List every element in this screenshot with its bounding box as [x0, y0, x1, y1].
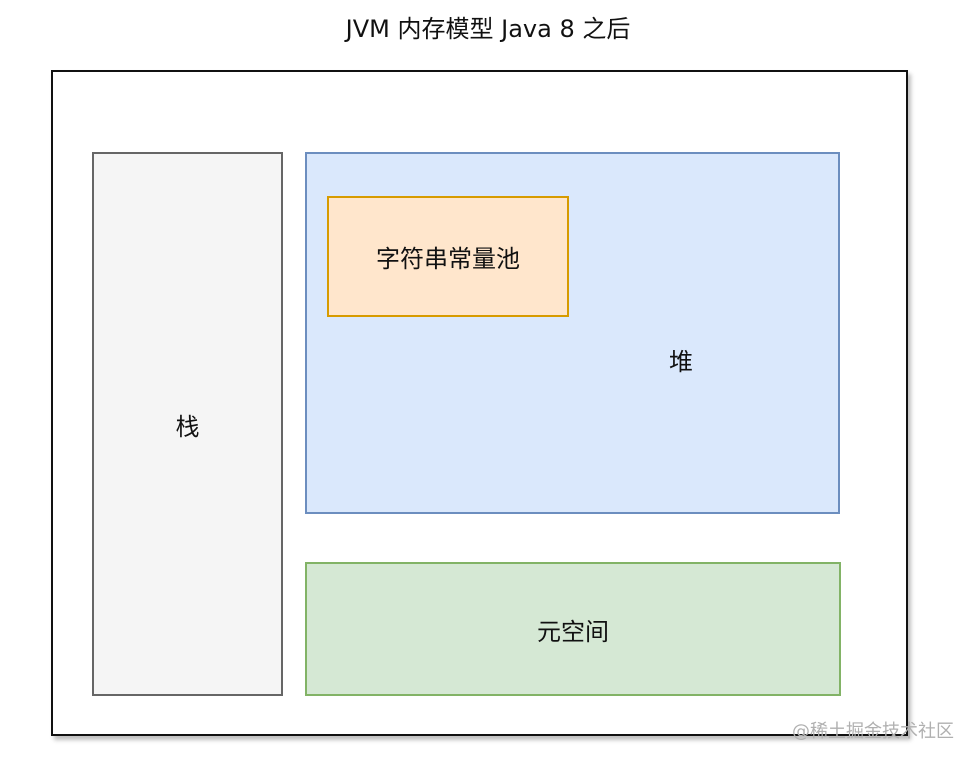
metaspace-region: 元空间 [305, 562, 841, 696]
metaspace-label: 元空间 [537, 617, 609, 646]
stack-label: 栈 [175, 412, 200, 441]
stack-region: 栈 [92, 152, 283, 696]
heap-label: 堆 [669, 348, 693, 376]
diagram-title: JVM 内存模型 Java 8 之后 [345, 15, 631, 43]
string-pool-label: 字符串常量池 [376, 245, 520, 273]
watermark-text: @稀土掘金技术社区 [792, 721, 954, 742]
string-constant-pool: 字符串常量池 [327, 196, 569, 317]
